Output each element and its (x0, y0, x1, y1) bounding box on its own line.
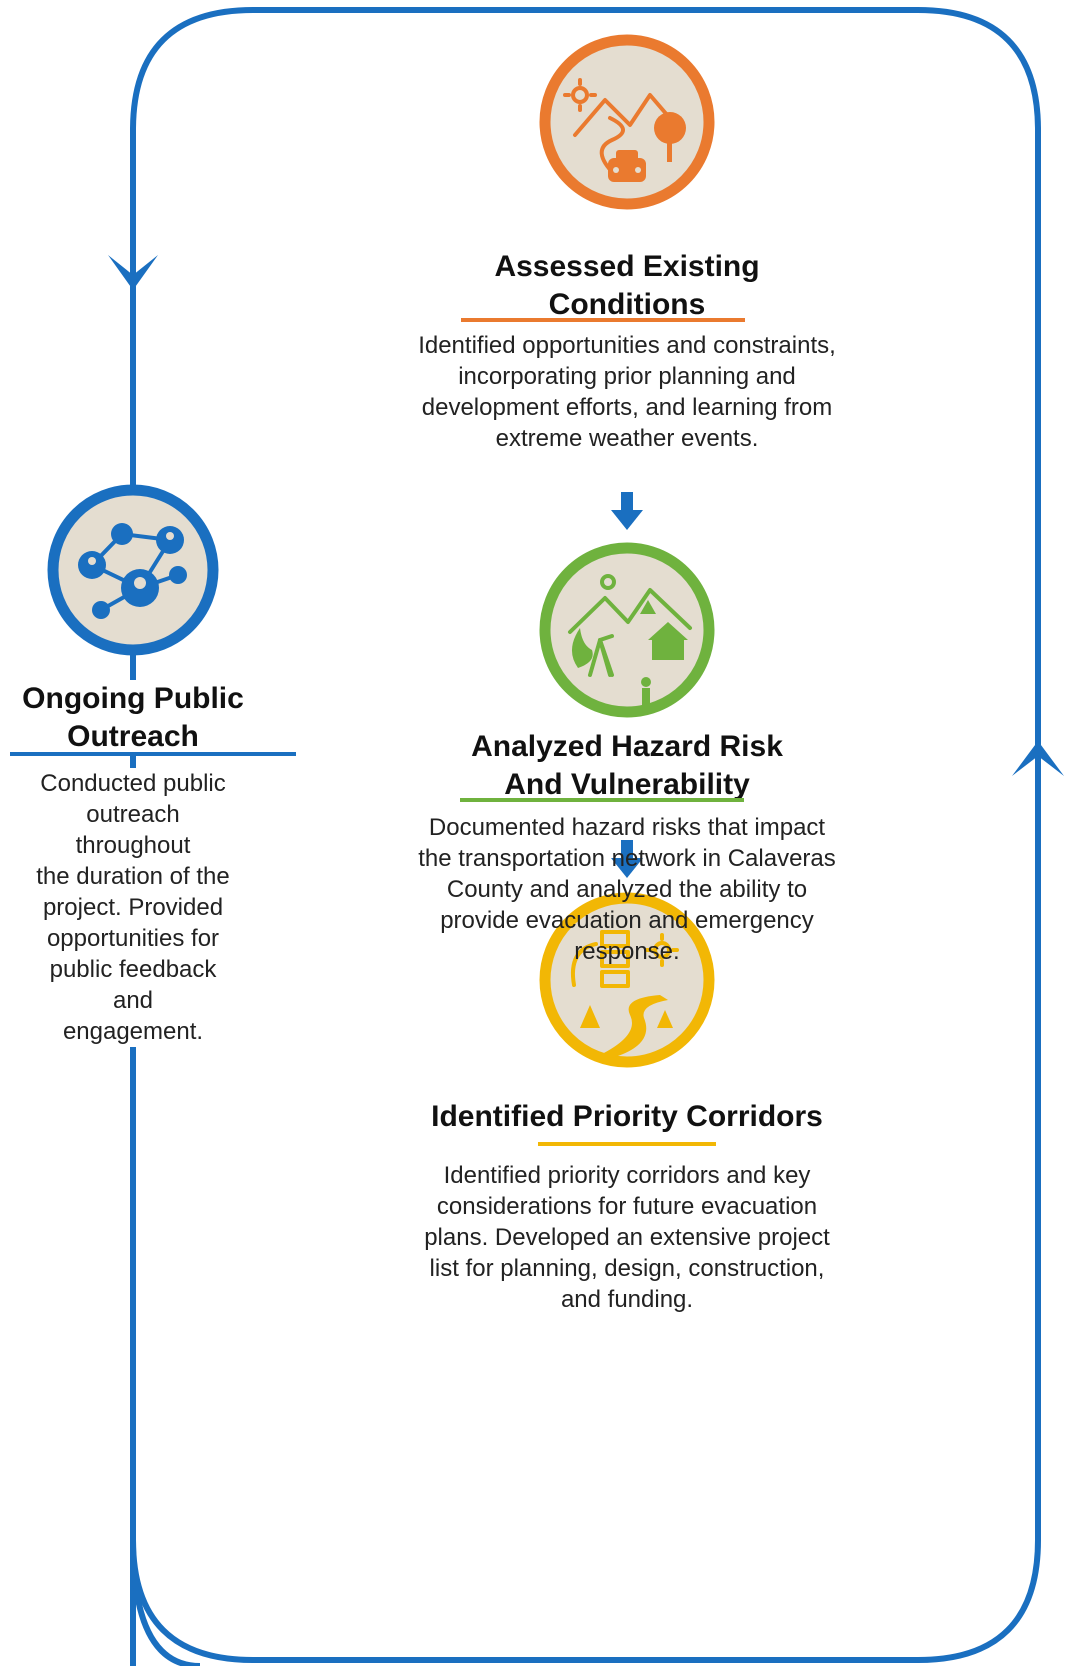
hazard-landscape-icon (539, 542, 715, 718)
outreach-description: Conducted public outreach throughout the… (28, 768, 238, 1047)
step-title-line: Identified Priority Corridors (431, 1100, 823, 1133)
step-desc-line: incorporating prior planning and (458, 363, 796, 390)
step-arrow-down-icon (611, 840, 643, 878)
outreach-desc-line: engagement. (62, 1018, 204, 1045)
process-loop-line (130, 7, 1041, 1666)
step-desc-line: Documented hazard risks that impact (428, 814, 826, 841)
step-title-line: And Vulnerability (504, 768, 750, 801)
process-loop-line-bottom (130, 1539, 201, 1666)
outreach-desc-line: project. Provided (42, 894, 224, 921)
outreach-desc-line: outreach throughout (75, 801, 191, 859)
step-underline-priority-corridors (538, 1142, 716, 1146)
step-desc-line: provide evacuation and emergency (440, 907, 814, 934)
priority-corridor-icon (539, 892, 715, 1068)
loop-arrow-down-icon (108, 255, 158, 290)
step-underline-hazard-risk (460, 798, 744, 802)
step-desc-line: development efforts, and learning from (421, 394, 833, 421)
step-desc-line: Identified opportunities and constraints… (418, 332, 836, 359)
outreach-title-line: Outreach (67, 720, 199, 753)
outreach-desc-line: the duration of the (36, 863, 230, 890)
step-title-existing-conditions: Assessed Existing Conditions (427, 248, 827, 324)
step-title-line: Assessed Existing (494, 250, 760, 283)
step-desc-line: the transportation network in Calaveras (418, 845, 836, 872)
outreach-desc-line: opportunities for (46, 925, 220, 952)
step-desc-line: list for planning, design, construction, (429, 1255, 825, 1282)
people-network-icon (47, 484, 219, 656)
outreach-title-line: Ongoing Public (22, 682, 244, 715)
outreach-title: Ongoing Public Outreach (8, 680, 258, 756)
step-title-priority-corridors: Identified Priority Corridors (397, 1098, 857, 1136)
step-desc-line: and funding. (560, 1286, 694, 1313)
step-desc-line: plans. Developed an extensive project (424, 1224, 830, 1251)
step-description-priority-corridors: Identified priority corridors and key co… (352, 1160, 902, 1315)
outreach-desc-line: public feedback and (49, 956, 217, 1014)
step-title-line: Analyzed Hazard Risk (471, 730, 783, 763)
step-title-line: Conditions (548, 288, 706, 321)
step-arrow-down-icon (611, 492, 643, 530)
outreach-desc-line: Conducted public (40, 770, 226, 797)
step-desc-line: Identified priority corridors and key (443, 1162, 811, 1189)
step-title-hazard-risk: Analyzed Hazard Risk And Vulnerability (427, 728, 827, 804)
step-underline-existing-conditions (461, 318, 745, 322)
step-description-existing-conditions: Identified opportunities and constraints… (352, 330, 902, 454)
outreach-underline (10, 752, 296, 756)
step-desc-line: extreme weather events. (495, 425, 759, 452)
step-description-hazard-risk: Documented hazard risks that impact the … (352, 812, 902, 967)
step-desc-line: considerations for future evacuation (436, 1193, 818, 1220)
mountain-road-car-icon (539, 34, 715, 210)
step-desc-line: response. (574, 938, 680, 965)
step-desc-line: County and analyzed the ability to (446, 876, 808, 903)
loop-arrow-up-icon (1012, 741, 1064, 776)
